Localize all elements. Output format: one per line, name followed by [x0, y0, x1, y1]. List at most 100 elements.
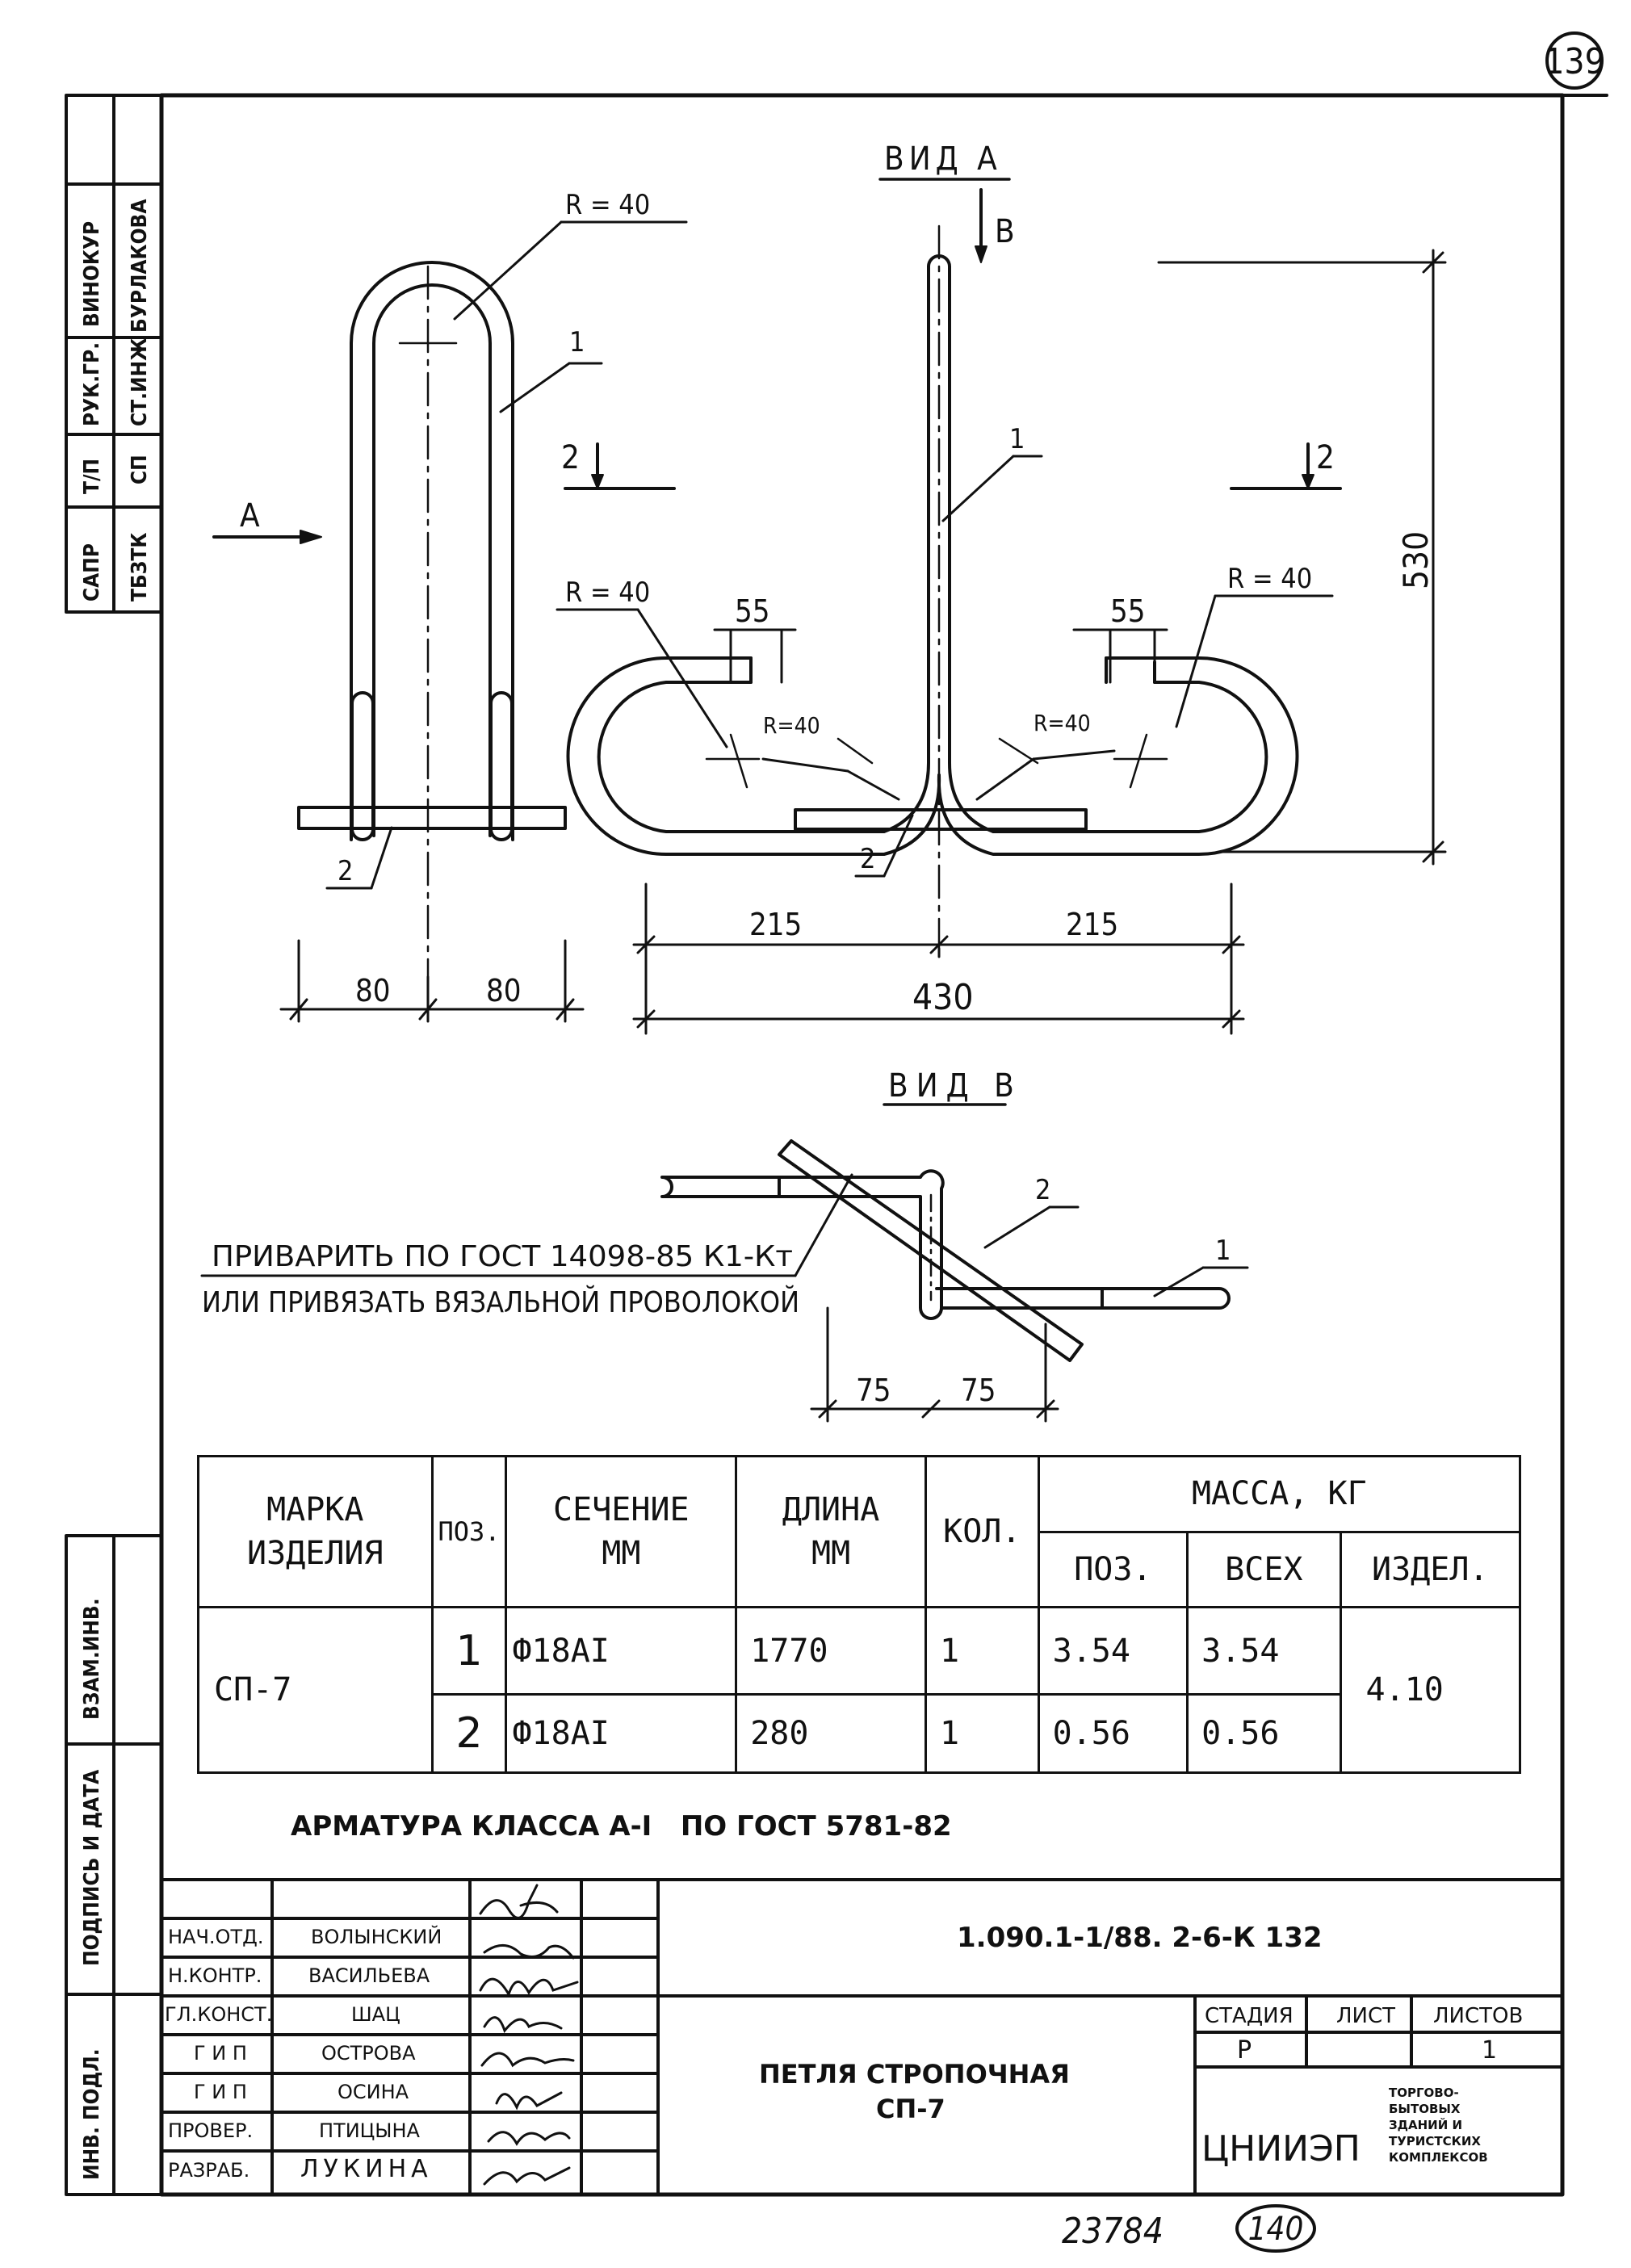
stamp-label-sp: СП [128, 455, 152, 484]
view-a-title: ВИД А [884, 140, 1002, 178]
side-stamp-strip [65, 94, 163, 2196]
staff-name: ОСИНА [338, 2081, 409, 2103]
stamp-label-sapr: САПР [80, 543, 104, 602]
position-1-view-a: 1 [1009, 423, 1025, 455]
dim-215-left: 215 [749, 907, 802, 942]
weld-note-line2: ИЛИ ПРИВЯЗАТЬ ВЯЗАЛЬНОЙ ПРОВОЛОКОЙ [202, 1285, 799, 1319]
radius-label-top: R = 40 [565, 189, 650, 221]
organization-subtitle: ТОРГОВО- БЫТОВЫХ ЗДАНИЙ И ТУРИСТСКИХ КОМ… [1389, 2085, 1488, 2165]
staff-role: Г И П [194, 2081, 247, 2103]
view-b-detail [660, 1139, 1231, 1362]
title-block-grid [160, 1878, 1564, 2196]
org-sub-line: БЫТОВЫХ [1389, 2102, 1461, 2116]
section-2-left: 2 [561, 439, 580, 476]
staff-name: ВОЛЫНСКИЙ [311, 1926, 442, 1948]
view-b-title: ВИД В [888, 1067, 1022, 1105]
side-view-bar-2 [297, 806, 567, 830]
stage-header: СТАДИЯ [1205, 2004, 1293, 2028]
view-a-bar-2 [794, 808, 1088, 831]
dim-55-left: 55 [735, 593, 770, 629]
org-sub-line: ТОРГОВО- [1389, 2086, 1459, 2100]
header-mass-pos: ПОЗ. [1037, 1530, 1189, 1609]
side-view-loop [350, 261, 514, 841]
page-number-oval [1235, 2204, 1316, 2253]
sheets-value: 1 [1482, 2036, 1498, 2065]
cell-item-mass: 4.10 [1339, 1606, 1522, 1774]
sheet-header: ЛИСТ [1336, 2004, 1396, 2028]
cell-mark: СП-7 [197, 1606, 434, 1774]
cell-mass-all: 3.54 [1186, 1606, 1342, 1696]
sheet-frame [159, 93, 1565, 2197]
stage-value: Р [1237, 2036, 1252, 2065]
arrow-a-label: А [240, 497, 260, 535]
cell-mass-all: 0.56 [1186, 1693, 1342, 1774]
cell-section: Ф18АI [505, 1693, 738, 1774]
header-mass-all: ВСЕХ [1186, 1530, 1342, 1609]
radius-label-inner-left: R=40 [763, 712, 820, 739]
dim-55-right: 55 [1110, 593, 1146, 629]
weld-note-line1: ПРИВАРИТЬ ПО ГОСТ 14098-85 К1-Кт [212, 1240, 793, 1273]
header-pos: ПОЗ. [430, 1454, 508, 1609]
view-a-loop [566, 254, 1299, 856]
table-row: СП-7 1 Ф18АI 1770 1 3.54 3.54 4.10 [197, 1606, 1522, 1774]
staff-role: Н.КОНТР. [168, 1964, 262, 1987]
org-sub-line: КОМПЛЕКСОВ [1389, 2150, 1488, 2165]
stamp-label-tp: Т/П [80, 459, 104, 494]
document-code: 1.090.1-1/88. 2-6-К 132 [957, 1922, 1323, 1954]
rebar-note: АРМАТУРА КЛАССА А-I ПО ГОСТ 5781-82 [291, 1810, 952, 1842]
staff-name: ЛУКИНА [300, 2155, 433, 2183]
section-2-right: 2 [1316, 439, 1335, 476]
stamp-label-burlakova: БУРЛАКОВА [128, 199, 152, 333]
stamp-label-rukgr: РУК.ГР. [80, 342, 104, 426]
position-1-side: 1 [569, 326, 585, 358]
cell-section: Ф18АI [505, 1606, 738, 1696]
staff-role: Г И П [194, 2042, 247, 2065]
view-b-arrow-label: В [995, 213, 1015, 250]
table-row: 2 Ф18АI 280 1 0.56 0.56 [199, 1693, 1520, 1774]
staff-name: ПТИЦЫНА [319, 2119, 420, 2142]
drawing-title: ПЕТЛЯ СТРОПОЧНАЯ [759, 2059, 1070, 2090]
header-qty: КОЛ. [924, 1454, 1040, 1609]
dim-80-left: 80 [355, 973, 391, 1008]
dim-530: 530 [1396, 531, 1436, 589]
staff-role: РАЗРАБ. [168, 2159, 250, 2182]
cell-pos: 2 [430, 1693, 508, 1774]
sheets-header: ЛИСТОВ [1433, 2004, 1524, 2028]
dim-80-right: 80 [486, 973, 522, 1008]
organization-name: ЦНИИЭП [1201, 2128, 1361, 2169]
signature-scribbles [479, 1884, 579, 2186]
cell-length: 1770 [735, 1606, 927, 1696]
header-mark: МАРКА ИЗДЕЛИЯ [197, 1454, 434, 1609]
header-section: СЕЧЕНИЕ ММ [505, 1454, 738, 1609]
radius-label-left: R = 40 [565, 576, 650, 609]
radius-label-inner-right: R=40 [1034, 710, 1091, 736]
dim-430: 430 [912, 977, 974, 1018]
stamp-label-stinzh: СТ.ИНЖ [128, 337, 152, 426]
header-length: ДЛИНА ММ [735, 1454, 927, 1609]
specification-table: МАРКА ИЗДЕЛИЯ ПОЗ. СЕЧЕНИЕ ММ ДЛИНА ММ К… [197, 1454, 1522, 1774]
position-2-view-a: 2 [860, 843, 875, 875]
staff-role: ПРОВЕР. [168, 2119, 254, 2142]
staff-name: ОСТРОВА [321, 2042, 416, 2065]
dim-215-right: 215 [1066, 907, 1118, 942]
header-mass: МАССА, КГ [1037, 1455, 1522, 1533]
org-sub-line: ЗДАНИЙ И [1389, 2118, 1463, 2132]
position-1-view-b: 1 [1215, 1235, 1231, 1267]
sheet-corner-circle [1545, 31, 1604, 90]
staff-role: ГЛ.КОНСТ. [165, 2003, 273, 2026]
cell-length: 280 [735, 1693, 927, 1774]
stamp-label-vinokur: ВИНОКУР [80, 221, 104, 327]
staff-name: ВАСИЛЬЕВА [308, 1964, 430, 1987]
drawing-title-mark: СП-7 [876, 2094, 945, 2124]
org-sub-line: ТУРИСТСКИХ [1389, 2134, 1481, 2149]
header-mass-item: ИЗДЕЛ. [1339, 1530, 1522, 1609]
sheet-corner-number: 139 [1544, 41, 1605, 82]
cell-mass-pos: 3.54 [1037, 1606, 1189, 1696]
dim-75-right: 75 [961, 1373, 996, 1408]
dim-75-left: 75 [856, 1373, 891, 1408]
cell-qty: 1 [924, 1693, 1040, 1774]
position-2-view-b: 2 [1035, 1174, 1050, 1206]
cell-qty: 1 [924, 1606, 1040, 1696]
staff-name: ШАЦ [351, 2003, 400, 2026]
